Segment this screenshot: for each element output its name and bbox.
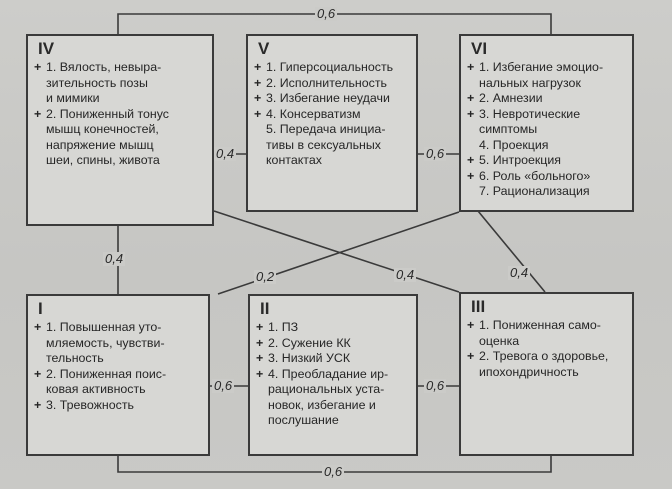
- list-item: и мимики: [46, 91, 100, 105]
- list-item: +2. Тревога о здоровье,: [467, 349, 609, 363]
- list-item: напряжение мышц: [46, 137, 154, 152]
- list-item: +1. Повышенная уто-: [34, 320, 162, 334]
- list-item: +6. Роль «больного»: [467, 168, 591, 183]
- link-label-iv-i: 0,4: [103, 251, 126, 266]
- list-item: +1. Вялость, невыра-: [34, 60, 162, 74]
- box-iv-numeral: IV: [38, 39, 55, 58]
- list-item: +2. Амнезии: [467, 91, 543, 105]
- box-ii-numeral: II: [260, 299, 270, 318]
- list-item: 4. Проекция: [479, 137, 549, 152]
- box-vi-numeral: VI: [471, 39, 488, 58]
- link-label-vi-i: 0,2: [254, 269, 277, 284]
- list-item: ковая активность: [46, 382, 146, 396]
- box-iii: III +1. Пониженная само- оценка +2. Трев…: [459, 292, 634, 456]
- link-line-vi-iii: [477, 210, 546, 293]
- list-item: ипохондричность: [479, 364, 579, 379]
- box-i-list: +1. Повышенная уто- мляемость, чувстви- …: [34, 320, 202, 413]
- list-item: +3. Тревожность: [34, 397, 134, 412]
- link-line-iv-iii: [213, 210, 460, 293]
- list-item: +3. Избегание неудачи: [254, 91, 390, 105]
- box-vi: VI +1. Избегание эмоцио- нальных нагрузо…: [459, 34, 634, 212]
- box-vi-list: +1. Избегание эмоцио- нальных нагрузок +…: [467, 60, 626, 200]
- list-item: мышц конечностей,: [46, 122, 159, 136]
- list-item: +2. Сужение КК: [256, 335, 351, 350]
- list-item: +4. Преобладание ир-: [256, 366, 389, 381]
- link-label-ii-iii: 0,6: [424, 378, 447, 393]
- list-item: 5. Передача инициа-: [266, 122, 386, 136]
- list-item: оценка: [479, 333, 520, 348]
- list-item: +3. Невротические: [467, 106, 581, 121]
- list-item: симптомы: [479, 122, 538, 136]
- list-item: новок, избегание и: [268, 397, 376, 412]
- list-item: +3. Низкий УСК: [256, 351, 351, 365]
- list-item: контактах: [266, 153, 322, 167]
- list-item: +2. Пониженная поис-: [34, 366, 167, 381]
- link-label-iv-vi-top: 0,6: [315, 6, 338, 21]
- link-label-i-iii-bottom: 0,6: [322, 464, 345, 479]
- list-item: +1. ПЗ: [256, 320, 299, 334]
- list-item: +1. Пониженная само-: [467, 318, 601, 332]
- link-label-v-vi: 0,6: [424, 146, 447, 161]
- list-item: тельность: [46, 351, 104, 365]
- list-item: +1. Гиперсоциальность: [254, 60, 394, 74]
- list-item: послушание: [268, 413, 339, 427]
- box-iv: IV +1. Вялость, невыра- зительность позы…: [26, 34, 214, 226]
- list-item: шеи, спины, живота: [46, 153, 160, 167]
- link-label-vi-iii: 0,4: [508, 265, 531, 280]
- box-iii-list: +1. Пониженная само- оценка +2. Тревога …: [467, 318, 626, 380]
- list-item: +1. Избегание эмоцио-: [467, 60, 604, 74]
- list-item: +2. Пониженный тонус: [34, 106, 169, 121]
- box-v: V +1. Гиперсоциальность +2. Исполнительн…: [246, 34, 418, 212]
- box-v-numeral: V: [258, 39, 270, 58]
- link-label-iv-v: 0,4: [214, 146, 237, 161]
- list-item: зительность позы: [46, 75, 148, 90]
- box-v-list: +1. Гиперсоциальность +2. Исполнительнос…: [254, 60, 410, 169]
- list-item: мляемость, чувстви-: [46, 335, 165, 350]
- list-item: 7. Рационализация: [479, 184, 590, 198]
- list-item: тивы в сексуальных: [266, 137, 381, 152]
- list-item: +2. Исполнительность: [254, 75, 387, 90]
- box-iii-numeral: III: [471, 297, 486, 316]
- box-i-numeral: I: [38, 299, 43, 318]
- box-iv-list: +1. Вялость, невыра- зительность позы и …: [34, 60, 206, 169]
- box-i: I +1. Повышенная уто- мляемость, чувстви…: [26, 294, 210, 456]
- link-label-iv-iii: 0,4: [394, 267, 417, 282]
- list-item: +4. Консерватизм: [254, 106, 361, 121]
- list-item: +5. Интроекция: [467, 153, 562, 167]
- list-item: рациональных уста-: [268, 382, 385, 396]
- box-ii: II +1. ПЗ +2. Сужение КК +3. Низкий УСК …: [248, 294, 418, 456]
- list-item: нальных нагрузок: [479, 75, 581, 90]
- box-ii-list: +1. ПЗ +2. Сужение КК +3. Низкий УСК +4.…: [256, 320, 410, 429]
- link-label-i-ii: 0,6: [212, 378, 235, 393]
